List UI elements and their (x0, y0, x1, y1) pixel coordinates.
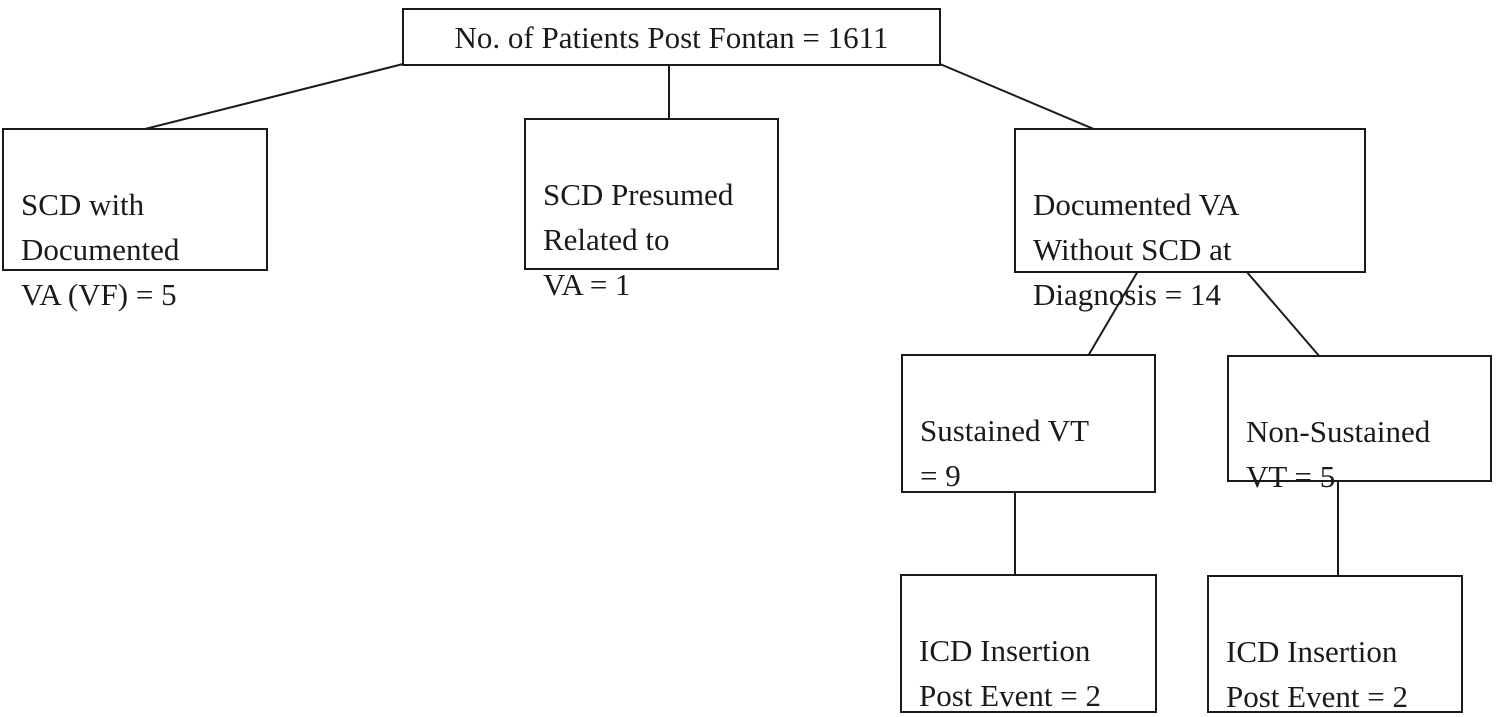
edge-documented-va-to-sustained-vt (1087, 270, 1139, 357)
edge-root-to-documented-va-without-scd (939, 63, 1097, 131)
node-icd-insertion-post-event-non-sustained: ICD Insertion Post Event = 2 (1207, 575, 1463, 714)
node-documented-va-without-scd-label: Documented VA Without SCD at Diagnosis =… (1033, 187, 1240, 312)
edge-documented-va-to-non-sustained-vt (1245, 270, 1321, 358)
node-non-sustained-vt: Non-Sustained VT = 5 (1227, 355, 1492, 494)
node-icd-insertion-post-event-sustained: ICD Insertion Post Event = 2 (900, 574, 1157, 713)
node-scd-presumed-related-to-va-label: SCD Presumed Related to VA = 1 (543, 177, 734, 302)
node-sustained-vt: Sustained VT = 9 (901, 354, 1156, 493)
edge-root-to-scd-documented-va (140, 63, 404, 131)
node-scd-with-documented-va: SCD with Documented VA (VF) = 5 (2, 128, 268, 312)
node-scd-presumed-related-to-va: SCD Presumed Related to VA = 1 (524, 118, 779, 302)
node-total-patients-post-fontan: No. of Patients Post Fontan = 1611 (402, 8, 941, 66)
node-icd-insertion-post-event-sustained-label: ICD Insertion Post Event = 2 (919, 633, 1101, 713)
node-documented-va-without-scd: Documented VA Without SCD at Diagnosis =… (1014, 128, 1366, 312)
node-scd-with-documented-va-label: SCD with Documented VA (VF) = 5 (21, 187, 180, 312)
node-sustained-vt-label: Sustained VT = 9 (920, 413, 1090, 493)
node-icd-insertion-post-event-non-sustained-label: ICD Insertion Post Event = 2 (1226, 634, 1408, 714)
node-total-patients-label: No. of Patients Post Fontan = 1611 (454, 19, 889, 55)
node-non-sustained-vt-label: Non-Sustained VT = 5 (1246, 414, 1431, 494)
